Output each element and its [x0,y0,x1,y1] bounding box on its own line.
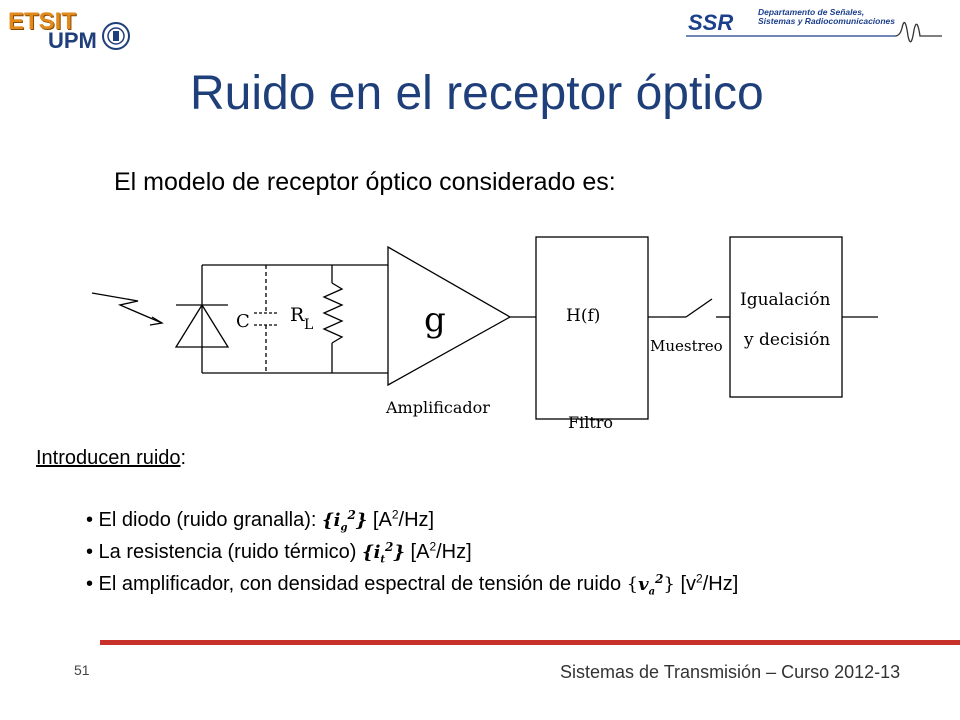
unit-sup: 2 [391,507,399,522]
signal-wave-icon [686,21,942,43]
brace-open: { [362,542,374,563]
unit-end: /Hz] [398,509,435,531]
noise-item-amplifier: • El amplificador, con densidad espectra… [86,571,739,598]
unit-sup: 2 [696,571,703,586]
decision-label-line-2: y decisión [743,330,830,350]
upm-logo-text: UPM [48,28,97,53]
noise-item-text: • El diodo (ruido granalla): [86,509,323,531]
symbol-sup: 2 [347,508,356,522]
department-line-2: Sistemas y Radiocomunicaciones [758,16,895,26]
course-footer: Sistemas de Transmisión – Curso 2012-13 [560,662,901,682]
noise-item-diode: • El diodo (ruido granalla): {ig2} [A2/H… [86,507,435,534]
ssr-department-logo: SSR Departamento de Señales, Sistemas y … [680,6,950,44]
symbol-base: i [373,542,381,563]
symbol-sub: a [648,586,656,598]
symbol-sub: g [340,522,348,534]
footer-divider [100,640,960,645]
noise-symbol: {it2} [362,540,405,566]
symbol-sup: 2 [655,572,664,586]
unit-sup: 2 [429,539,437,554]
symbol-sub: t [380,554,386,566]
slide-title: Ruido en el receptor óptico [190,67,764,120]
light-arrow-icon [91,292,163,324]
ssr-logo-text: SSR [688,10,734,35]
noise-item-text: • La resistencia (ruido térmico) [86,541,362,563]
symbol-sup: 2 [385,540,394,554]
noise-item-resistor: • La resistencia (ruido térmico) {it2} [… [86,539,472,566]
unit-text: [A [404,541,430,563]
noise-symbol: {ig2} [322,508,368,534]
decision-label-line-1: Igualación [740,290,830,310]
etsit-upm-logo: ETSIT UPM [8,6,158,53]
resistor-label: R [290,304,305,326]
symbol-base: v [638,574,649,595]
department-name: Departamento de Señales, Sistemas y Radi… [758,8,895,26]
page-number: 51 [74,662,90,678]
department-line-1: Departamento de Señales, [758,7,865,17]
noise-symbol: {va2} [626,572,675,598]
brace-close: } [663,574,675,595]
resistor-subscript: L [304,317,313,333]
upm-seal-icon [102,22,130,50]
receiver-block-diagram: C R L g Amplificador H(f) Filtro Muestre… [91,236,878,432]
brace-open: { [626,574,639,595]
filter-transfer-label: H(f) [566,306,600,326]
unit-text: [v [674,573,697,595]
unit-end: /Hz] [436,541,472,563]
slide-subtitle: El modelo de receptor óptico considerado… [114,168,616,196]
noise-item-text: • El amplificador, con densidad espectra… [86,573,627,595]
brace-close: } [393,542,405,563]
unit-end: /Hz] [702,573,739,595]
filter-label: Filtro [568,413,613,432]
symbol-base: i [333,510,341,531]
amplifier-label: Amplificador [385,398,490,417]
noise-intro-text: Introducen ruido [36,447,181,469]
noise-intro: Introducen ruido: [36,447,186,470]
etsit-logo-text: ETSIT [8,8,77,35]
unit-text: [A [367,509,392,531]
brace-open: { [322,510,334,531]
brace-close: } [355,510,368,531]
noise-intro-colon: : [180,447,187,469]
gain-label: g [424,300,446,340]
sampler-label: Muestreo [650,337,723,355]
capacitor-label: C [236,311,250,332]
